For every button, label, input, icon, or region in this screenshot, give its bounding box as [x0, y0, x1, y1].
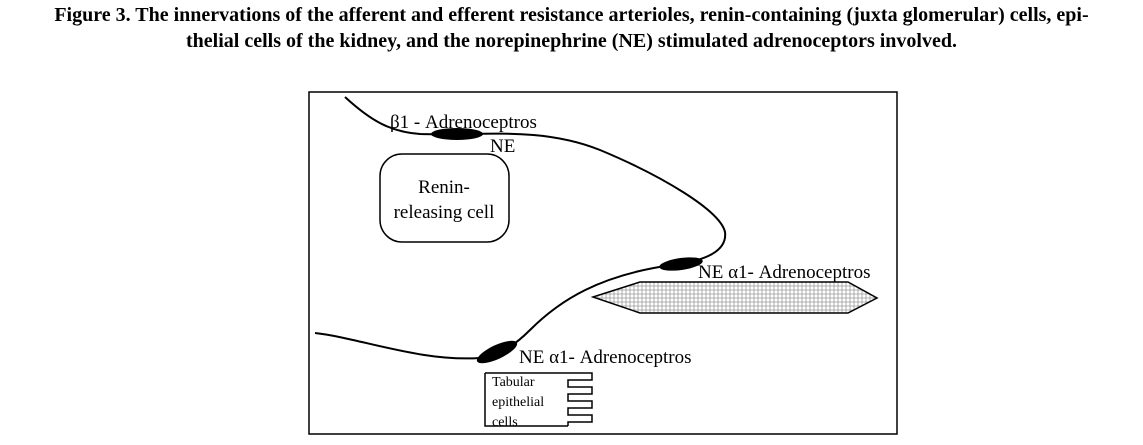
renin-releasing-cell: [379, 153, 510, 243]
alpha1-adrenoceptor-label-bottom: NE α1- Adrenoceptros: [519, 347, 691, 368]
upper-nerve-fiber: [344, 96, 727, 266]
beta1-nerve-terminal: [431, 128, 483, 140]
lower-nerve-fiber: [314, 264, 673, 360]
caption-line-2: thelial cells of the kidney, and the nor…: [186, 30, 957, 52]
alpha1-nerve-terminal-bottom: [476, 340, 518, 364]
tubular-label-line-1: Tabular: [492, 375, 535, 390]
tubular-epithelial-folds: [567, 372, 593, 426]
renin-cell-label-line-2: releasing cell: [394, 202, 495, 223]
alpha1-nerve-terminal-mid: [659, 257, 703, 271]
figure-caption: Figure 3. The innervations of the affere…: [0, 2, 1143, 54]
beta1-adrenoceptor-label: β1 - Adrenoceptros: [390, 112, 537, 133]
alpha1-adrenoceptor-label-mid: NE α1- Adrenoceptros: [698, 262, 870, 283]
tubular-label-line-3: cells: [492, 415, 518, 430]
caption-line-1: Figure 3. The innervations of the affere…: [54, 4, 1089, 26]
arteriole-shape: [590, 281, 879, 314]
ne-label-top: NE: [490, 136, 515, 157]
diagram-frame: [308, 91, 898, 435]
tubular-epithelial-cell: [484, 373, 568, 427]
tubular-label-line-2: epithelial: [492, 395, 544, 410]
renin-cell-label-line-1: Renin-: [418, 177, 470, 198]
